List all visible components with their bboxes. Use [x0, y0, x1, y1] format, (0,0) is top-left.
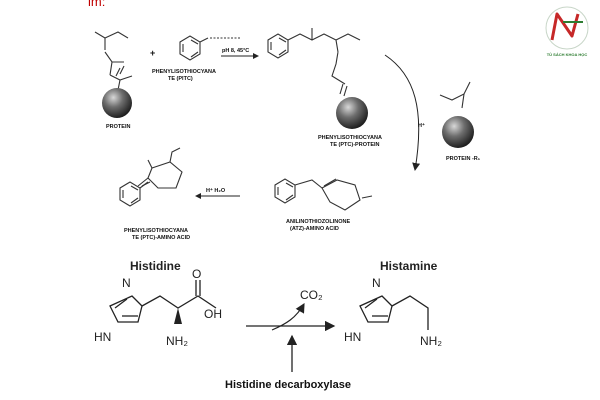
histidine-ring-n: N [122, 276, 131, 290]
histamine-structure [359, 295, 429, 330]
conversion-label: H⁺ H₂O [206, 187, 226, 194]
atz-label: ANILINOTHIOZOLINONE (ATZ)-AMINO ACID [286, 219, 352, 232]
shortened-protein [439, 81, 474, 148]
ptc-protein-adduct [267, 28, 368, 129]
histidine-structure [109, 280, 217, 324]
co2-label: CO₂ [300, 288, 323, 302]
shortened-protein-sphere [442, 116, 474, 148]
reactant-label: PROTEIN [106, 124, 130, 130]
reagent-pitc [179, 35, 240, 61]
product-name: Histamine [380, 259, 438, 273]
acid-label: H⁺ [418, 122, 425, 129]
cleavage-arrow [384, 54, 421, 171]
shortened-protein-label: PROTEIN -R₁ [446, 156, 481, 162]
pth-label: PHENYLISOTHIOCYANA TE (PTC)-AMINO ACID [124, 228, 190, 241]
histidine-ring-hn: HN [94, 330, 111, 344]
histamine-ring-n: N [372, 276, 381, 290]
histidine-amine: NH₂ [166, 334, 188, 348]
header-fragment: im: [88, 0, 105, 9]
enzyme-label: Histidine decarboxylase [225, 379, 351, 391]
histidine-hydroxyl: OH [204, 307, 222, 321]
adduct-sphere [336, 97, 368, 129]
substrate-name: Histidine [130, 259, 181, 273]
adduct-label: PHENYLISOTHIOCYANA TE (PTC)-PROTEIN [318, 135, 383, 148]
reagent-label: PHENYLISOTHIOCYANA TE (PITC) [152, 69, 217, 82]
atz-amino-acid [274, 178, 373, 211]
histamine-amine: NH₂ [420, 334, 442, 348]
co2-release-arrow [271, 302, 305, 331]
condition-label: pH 8, 45°C [222, 48, 249, 54]
logo-tagline: TỦ SÁCH KHOA HỌC [547, 52, 588, 57]
protein-sphere [102, 88, 132, 118]
histidine-carbonyl-o: O [192, 267, 201, 281]
plus-sign: + [150, 48, 155, 58]
publisher-logo: TỦ SÁCH KHOA HỌC [545, 6, 589, 57]
reactant-protein [94, 31, 133, 118]
histamine-ring-hn: HN [344, 330, 361, 344]
pth-amino-acid [119, 147, 183, 207]
